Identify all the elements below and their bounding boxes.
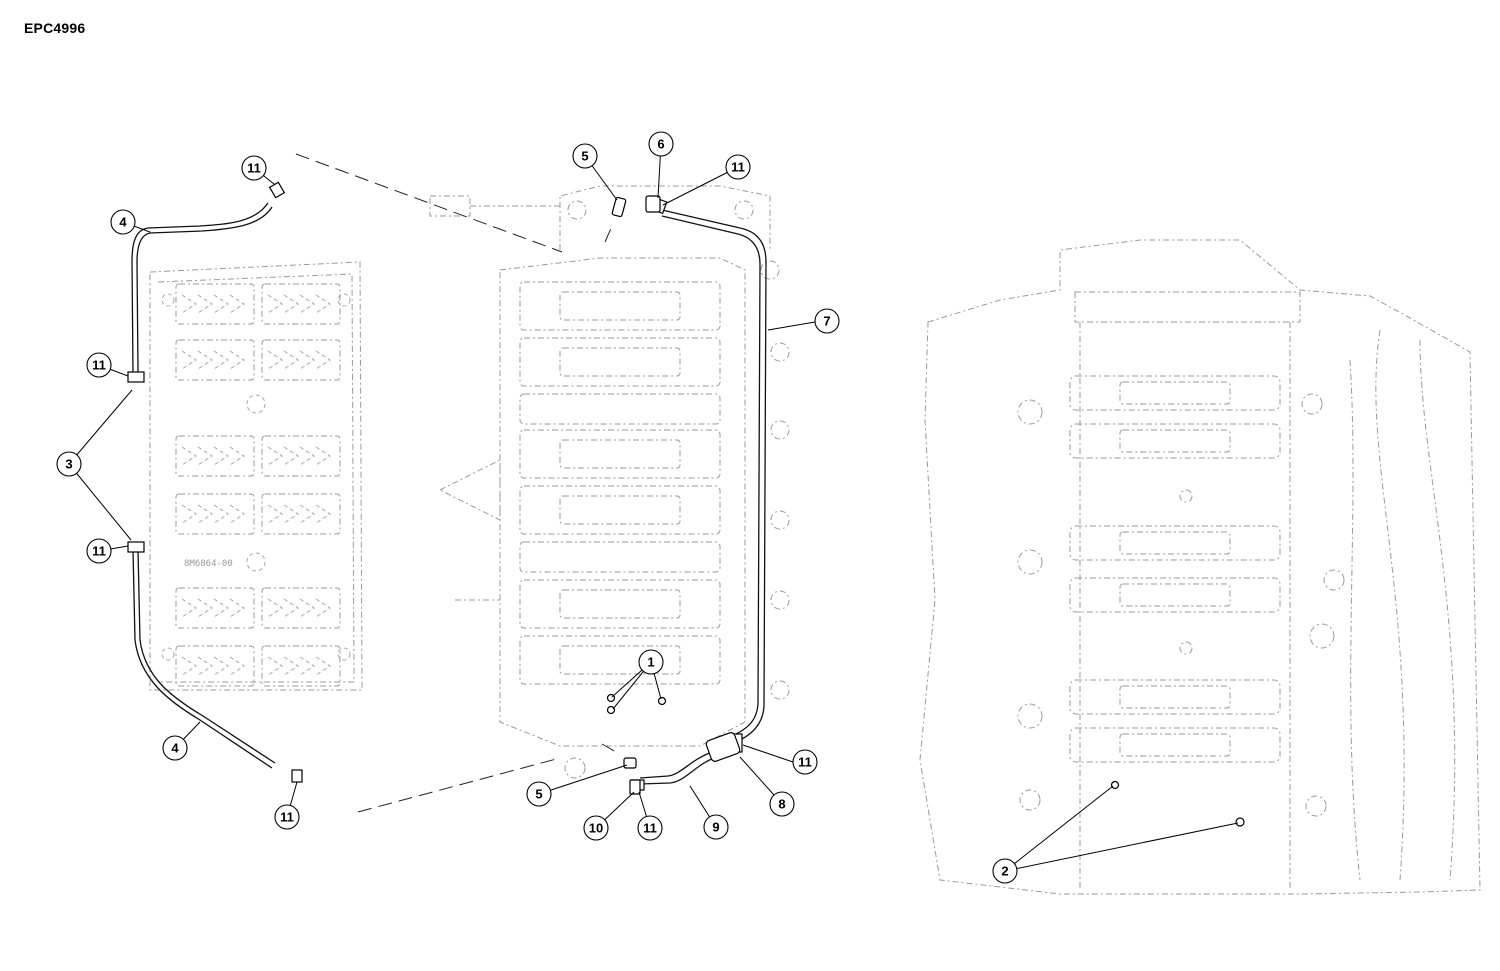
fitting-6 [645, 195, 661, 213]
hose-9-inner [639, 757, 715, 785]
svg-text:11: 11 [798, 755, 812, 770]
intake-plate: 8M6864-00 [149, 261, 363, 691]
hose-7 [661, 209, 767, 741]
hose-4-upper [131, 202, 269, 373]
clamp-11-b [127, 371, 145, 383]
assembly-guide-top [295, 153, 563, 253]
callout-10: 10 [583, 815, 609, 841]
callout-5-top: 5 [572, 143, 598, 169]
callout-11-b: 11 [86, 352, 112, 378]
crankcase [429, 185, 790, 779]
svg-text:2: 2 [1001, 864, 1008, 879]
plug-2b [1235, 817, 1245, 827]
clamp-11-a [268, 181, 286, 199]
svg-text:5: 5 [535, 787, 542, 802]
callout-11-a: 11 [241, 155, 267, 181]
bolt-1b [606, 705, 616, 715]
svg-text:11: 11 [731, 160, 745, 175]
callout-11-e: 11 [725, 154, 751, 180]
clamp-11-d [291, 769, 303, 783]
bolt-1c [657, 696, 667, 706]
callout-4-lower: 4 [162, 735, 188, 761]
fitting-10 [629, 779, 641, 795]
callout-6: 6 [648, 131, 674, 157]
callout-7: 7 [814, 308, 840, 334]
svg-text:9: 9 [712, 820, 719, 835]
svg-text:7: 7 [823, 314, 830, 329]
assembly-guide-fitting-bottom [601, 743, 617, 753]
fitting-5-top [611, 196, 627, 218]
callout-4-upper: 4 [110, 209, 136, 235]
svg-text:8: 8 [778, 797, 785, 812]
svg-text:6: 6 [657, 137, 664, 152]
callout-1: 1 [638, 649, 664, 675]
hose-7-inner [661, 215, 761, 735]
plate-stamp: 8M6864-00 [184, 559, 233, 569]
svg-text:10: 10 [589, 821, 603, 836]
svg-text:4: 4 [171, 741, 179, 756]
svg-text:11: 11 [280, 810, 294, 825]
hose-4-upper-inner [136, 206, 273, 373]
leader-lines [68, 143, 1239, 872]
filter-8 [705, 732, 741, 762]
fitting-5-bottom [623, 757, 637, 769]
assembly-guide-bottom [357, 757, 561, 813]
hose-3-lower [132, 549, 273, 769]
assembly-guide-fitting-top [604, 225, 613, 243]
hose-9 [639, 751, 713, 779]
svg-text:11: 11 [92, 358, 106, 373]
callout-3: 3 [56, 451, 82, 477]
callout-11-g: 11 [792, 749, 818, 775]
clamp-11-c [127, 541, 145, 553]
diagram-code: EPC4996 [24, 20, 86, 36]
svg-text:5: 5 [581, 149, 588, 164]
svg-text:11: 11 [643, 821, 657, 836]
callout-11-c: 11 [86, 538, 112, 564]
svg-text:1: 1 [647, 655, 654, 670]
svg-text:11: 11 [247, 161, 261, 176]
callout-11-f: 11 [637, 815, 663, 841]
callout-9: 9 [703, 814, 729, 840]
callout-11-d: 11 [274, 804, 300, 830]
svg-text:4: 4 [119, 215, 127, 230]
callout-2: 2 [992, 858, 1018, 884]
callout-8: 8 [769, 791, 795, 817]
svg-text:3: 3 [65, 457, 72, 472]
svg-text:11: 11 [92, 544, 106, 559]
engine-block [919, 239, 1481, 895]
plug-2a [1110, 780, 1120, 790]
hose-3-lower-inner [137, 549, 276, 764]
callout-5-bottom: 5 [526, 781, 552, 807]
